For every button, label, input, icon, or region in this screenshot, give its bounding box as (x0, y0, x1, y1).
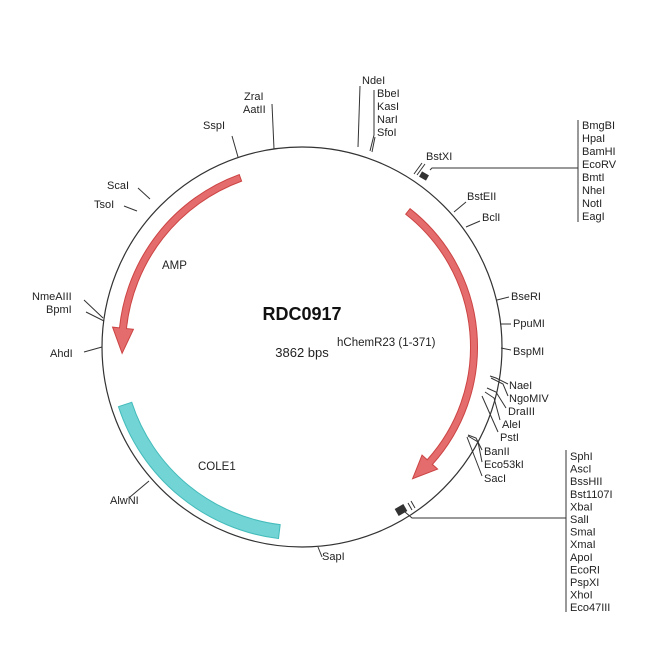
plasmid-name: RDC0917 (262, 304, 341, 324)
site-aatii[interactable]: AatII (243, 104, 266, 116)
site-eagi[interactable]: EagI (582, 211, 605, 223)
site-nmeaiii[interactable]: NmeAIII (32, 291, 72, 303)
insert-feature-arrow[interactable] (405, 208, 478, 480)
site-apoi[interactable]: ApoI (570, 552, 593, 564)
site-bstxi[interactable]: BstXI (426, 151, 452, 163)
cole1-label: COLE1 (198, 461, 236, 473)
site-eco47iii[interactable]: Eco47III (570, 602, 610, 614)
site-bmgbi[interactable]: BmgBI (582, 120, 615, 132)
site-sapi[interactable]: SapI (322, 551, 345, 563)
site-bst1107i[interactable]: Bst1107I (570, 489, 613, 501)
site-tsoi[interactable]: TsoI (94, 199, 114, 211)
site-nari[interactable]: NarI (377, 114, 398, 126)
site-xmai[interactable]: XmaI (570, 539, 596, 551)
site-sfoi[interactable]: SfoI (377, 127, 397, 139)
site-sphi[interactable]: SphI (570, 451, 593, 463)
plasmid-size: 3862 bps (275, 345, 329, 360)
site-asci[interactable]: AscI (570, 464, 591, 476)
site-ppumi[interactable]: PpuMI (513, 318, 545, 330)
site-psti[interactable]: PstI (500, 432, 519, 444)
site-bbei[interactable]: BbeI (377, 88, 400, 100)
site-scai[interactable]: ScaI (107, 180, 129, 192)
site-bseri[interactable]: BseRI (511, 291, 541, 303)
site-nhei[interactable]: NheI (582, 185, 605, 197)
site-ngomiv[interactable]: NgoMIV (509, 393, 549, 405)
site-xhoi[interactable]: XhoI (570, 590, 593, 602)
amp-label: AMP (162, 260, 187, 272)
site-noti[interactable]: NotI (582, 198, 602, 210)
site-bmti[interactable]: BmtI (582, 172, 605, 184)
site-ecori[interactable]: EcoRI (570, 564, 600, 576)
site-zrai[interactable]: ZraI (244, 91, 264, 103)
site-smai[interactable]: SmaI (570, 527, 596, 539)
mcs2-site-list: SphIAscIBssHIIBst1107IXbaISalISmaIXmaIAp… (570, 451, 613, 614)
site-xbai[interactable]: XbaI (570, 501, 593, 513)
site-sali[interactable]: SalI (570, 514, 589, 526)
site-ecorv[interactable]: EcoRV (582, 159, 617, 171)
site-saci[interactable]: SacI (484, 473, 506, 485)
site-draiii[interactable]: DraIII (508, 406, 535, 418)
site-alwni[interactable]: AlwNI (110, 495, 139, 507)
site-bsshii[interactable]: BssHII (570, 476, 602, 488)
site-kasi[interactable]: KasI (377, 101, 399, 113)
site-hpai[interactable]: HpaI (582, 133, 605, 145)
site-bspmi[interactable]: BspMI (513, 346, 544, 358)
site-bamhi[interactable]: BamHI (582, 146, 616, 158)
insert-label: hChemR23 (1-371) (337, 337, 436, 349)
site-sspi[interactable]: SspI (203, 120, 225, 132)
amp-feature-arrow[interactable] (111, 173, 243, 355)
cole1-feature-bar[interactable] (117, 401, 281, 540)
site-eco53ki[interactable]: Eco53kI (484, 459, 524, 471)
site-ndei[interactable]: NdeI (362, 75, 385, 87)
site-bpmi[interactable]: BpmI (46, 304, 72, 316)
site-pspxi[interactable]: PspXI (570, 577, 599, 589)
site-ticks (83, 85, 579, 612)
site-bcli[interactable]: BclI (482, 212, 500, 224)
site-ahdi[interactable]: AhdI (50, 348, 73, 360)
site-labels: NdeI BbeI KasI NarI SfoI BstXI BstEII Bc… (32, 75, 549, 563)
site-alei[interactable]: AleI (502, 419, 521, 431)
site-banii[interactable]: BanII (484, 446, 510, 458)
site-naei[interactable]: NaeI (509, 380, 532, 392)
site-bsteii[interactable]: BstEII (467, 191, 496, 203)
